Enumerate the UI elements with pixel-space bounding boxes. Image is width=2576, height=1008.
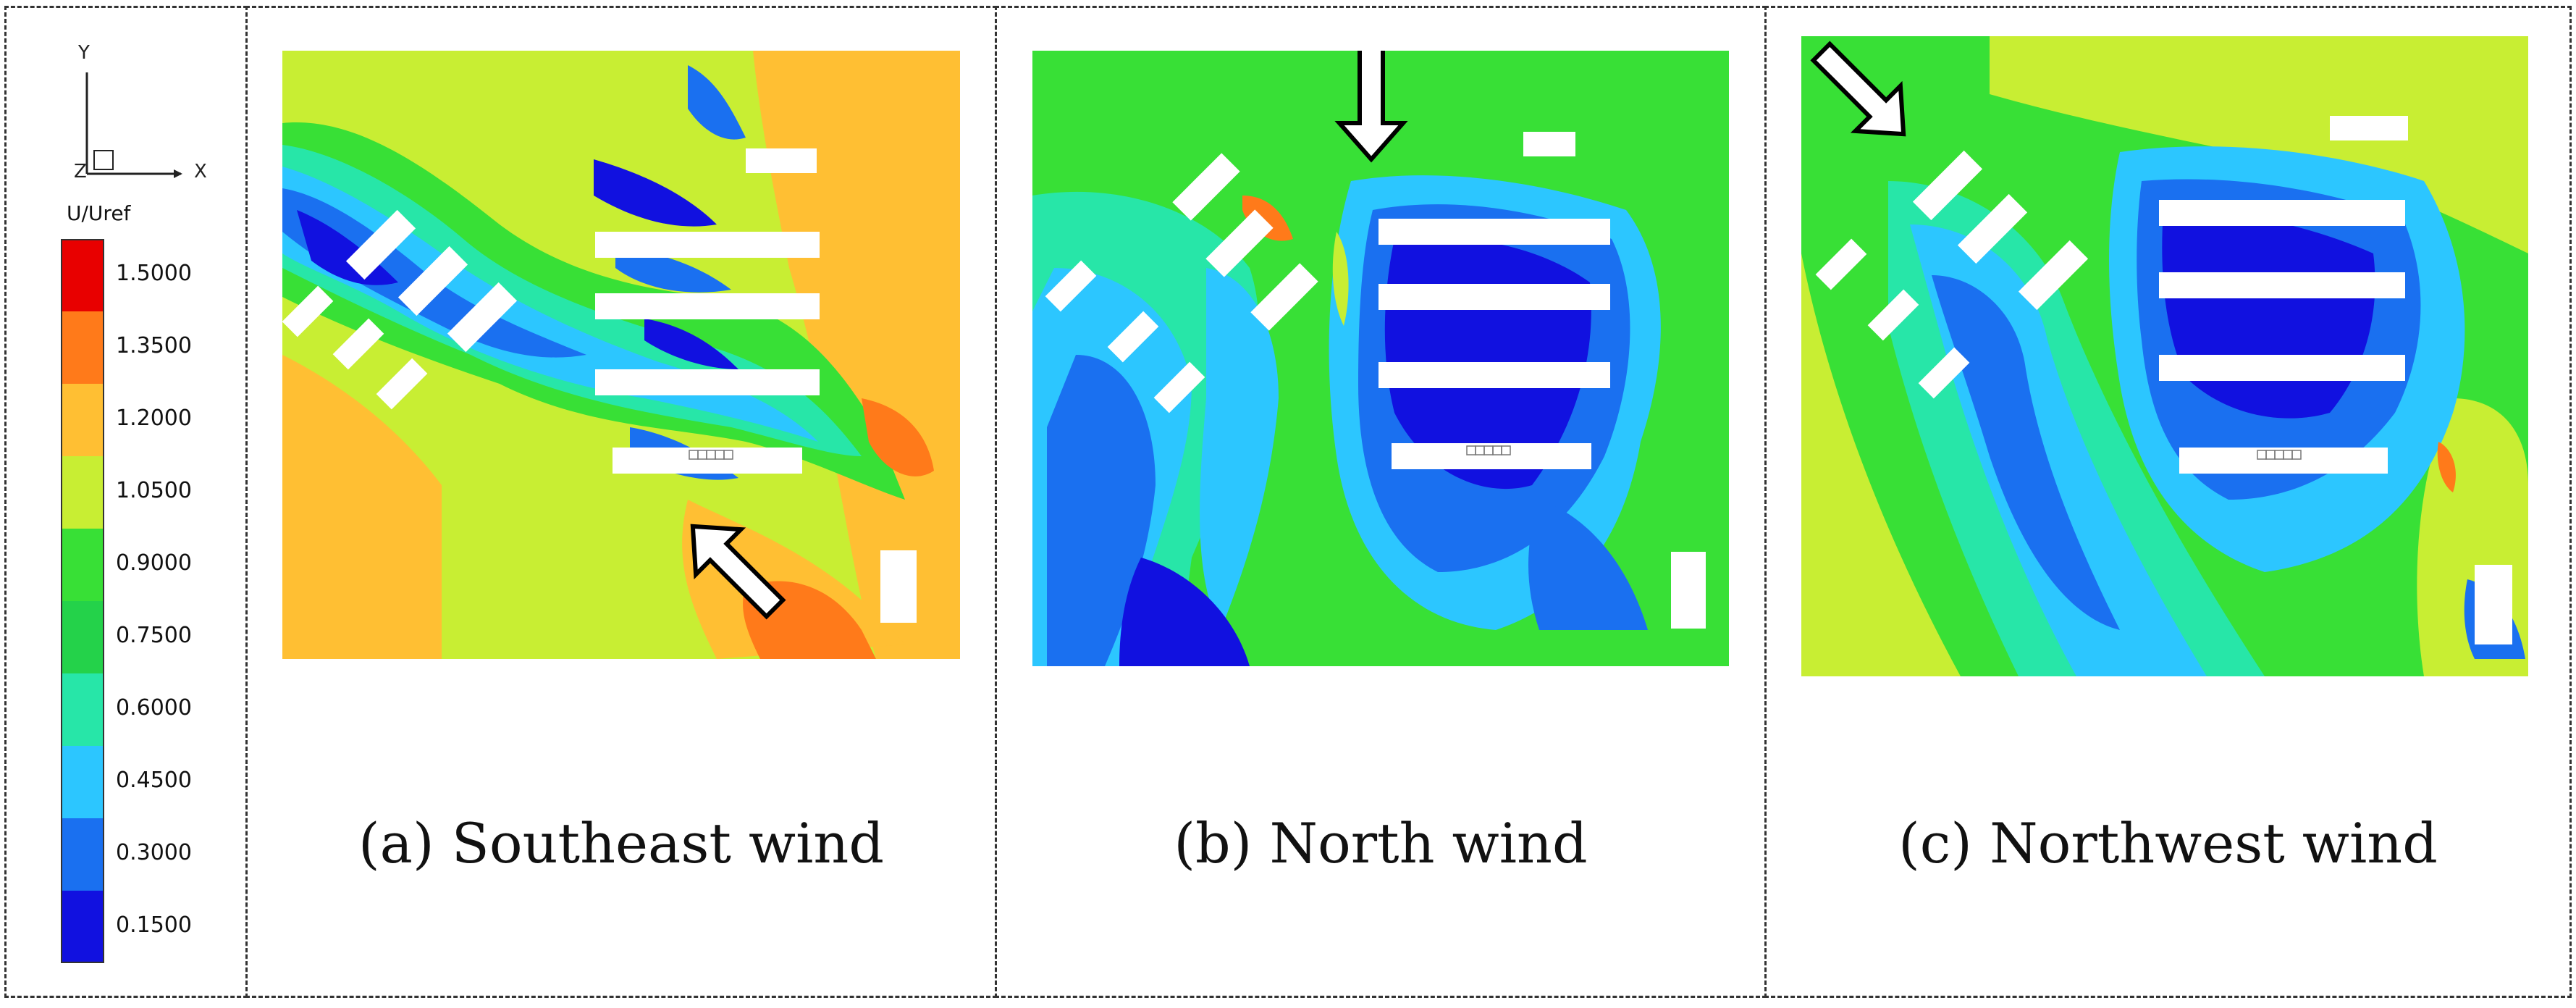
legend-level-label: 0.6000: [116, 695, 192, 721]
legend-level-label: 1.2000: [116, 406, 192, 431]
arrow-southeast-icon: [1810, 41, 1906, 137]
contour-map-c: [1801, 36, 2528, 676]
axis-y-label: Y: [78, 42, 90, 64]
legend-level-label: 0.4500: [116, 768, 192, 793]
axis-z-label: Z: [74, 161, 87, 182]
legend-title: U/Uref: [67, 201, 131, 225]
caption-c: (c) Northwest wind: [1898, 811, 2438, 875]
color-bar-segment: [61, 239, 104, 312]
panel-c-frame: [1764, 6, 2572, 998]
color-bar-segment: [61, 601, 104, 674]
color-bar: [61, 239, 104, 963]
color-bar-segment: [61, 746, 104, 819]
color-bar-segment: [61, 818, 104, 891]
color-bar-segment: [61, 311, 104, 385]
caption-a: (a) Southeast wind: [358, 811, 884, 875]
color-bar-border: [61, 239, 104, 963]
axis-x-label: X: [194, 161, 207, 182]
legend-level-label: 0.3000: [116, 840, 192, 865]
color-bar-segment: [61, 891, 104, 963]
axis-triad-icon: [85, 72, 182, 178]
legend-level-label: 1.0500: [116, 478, 192, 503]
legend-level-label: 0.9000: [116, 550, 192, 576]
color-bar-segment: [61, 673, 104, 747]
legend-level-label: 1.3500: [116, 333, 192, 358]
contour-map-a: [282, 51, 960, 659]
color-bar-segment: [61, 456, 104, 529]
legend-level-label: 0.7500: [116, 623, 192, 648]
legend-level-label: 1.5000: [116, 261, 192, 286]
caption-b: (b) North wind: [1174, 811, 1588, 875]
legend-level-label: 0.1500: [116, 912, 192, 938]
arrow-northwest-icon: [690, 524, 786, 620]
contour-map-b: [1032, 51, 1729, 666]
color-bar-segment: [61, 384, 104, 457]
arrow-down-icon: [1334, 51, 1408, 163]
color-bar-segment: [61, 529, 104, 602]
